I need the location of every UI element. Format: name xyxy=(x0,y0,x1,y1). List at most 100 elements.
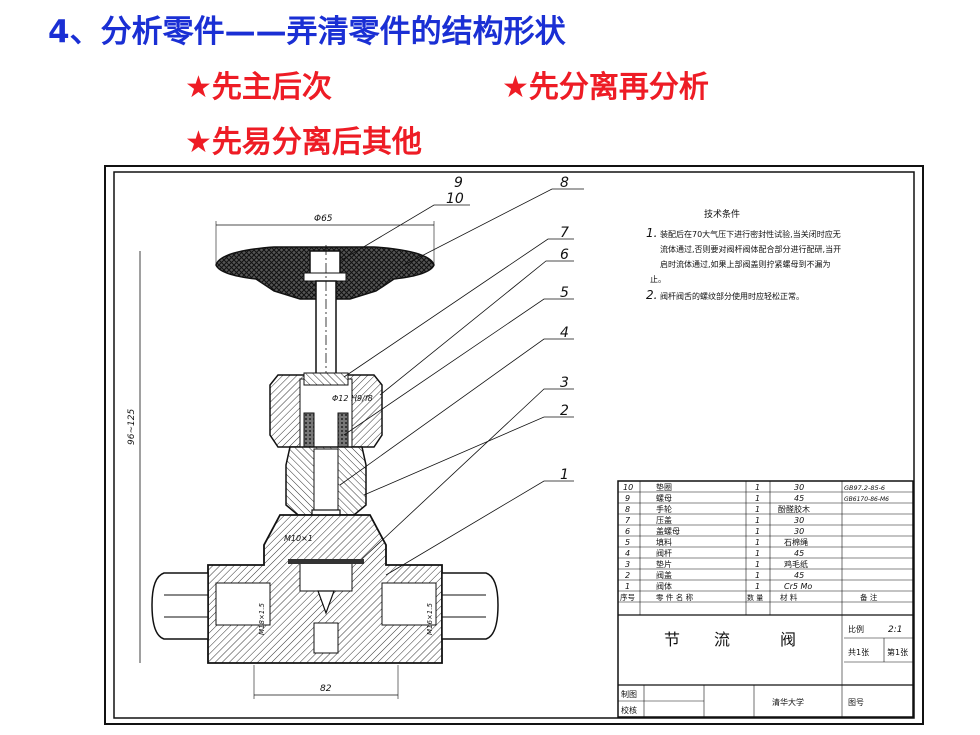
bom-note: GB6170-86-M6 xyxy=(844,496,889,503)
bom-qty: 1 xyxy=(755,571,760,580)
bom-name: 盖螺母 xyxy=(656,526,680,536)
assembly-drawing: Φ65 96~125 82 Φ12 H9/f8 M10×1 M18×1.5 M1… xyxy=(104,165,924,725)
dimensions: Φ65 96~125 82 Φ12 H9/f8 M10×1 M18×1.5 M1… xyxy=(127,214,435,699)
drawn-label: 制图 xyxy=(621,689,637,699)
bom-qty: 1 xyxy=(755,538,760,547)
part-number-labels: 9 10 8 7 6 5 4 3 2 1 xyxy=(446,175,569,483)
bom-qty: 1 xyxy=(755,494,760,503)
dim-stem-fit: Φ12 H9/f8 xyxy=(332,394,373,403)
bom-qty: 1 xyxy=(755,505,760,514)
bom-mat: 45 xyxy=(794,494,804,503)
bom-mat: 酚醛胶木 xyxy=(778,504,810,514)
dim-height: 96~125 xyxy=(127,409,137,445)
bom-name: 螺母 xyxy=(656,493,672,503)
bom-mat: Cr5 Mo xyxy=(784,582,812,591)
school-name: 清华大学 xyxy=(772,697,804,707)
part-no-1: 1 xyxy=(560,467,569,483)
principle-easy-first: ★先易分离后其他 xyxy=(185,125,422,160)
bom-header-qty: 数 量 xyxy=(747,593,763,602)
drawing-number-label: 图号 xyxy=(848,698,864,707)
principle-separate-first: ★先分离再分析 xyxy=(502,70,709,105)
bom-mat: 30 xyxy=(794,483,804,492)
checked-label: 校核 xyxy=(621,705,637,715)
bom-mat: 30 xyxy=(794,516,804,525)
gland xyxy=(303,372,349,386)
scale-label: 比例 xyxy=(848,624,864,634)
bom-qty: 1 xyxy=(755,483,760,492)
part-callouts xyxy=(339,188,584,576)
page-title: 4、分析零件——弄清零件的结构形状 xyxy=(48,14,566,50)
tech-line: 止。 xyxy=(650,274,666,284)
bom-name: 手轮 xyxy=(656,504,672,514)
tech-title: 技术条件 xyxy=(704,208,740,220)
dim-handwheel: Φ65 xyxy=(314,214,333,224)
bom-qty: 1 xyxy=(755,549,760,558)
bom-name: 阀杆 xyxy=(656,548,672,558)
bom-no: 3 xyxy=(625,560,630,569)
part-no-10: 10 xyxy=(446,191,464,207)
bom-no: 9 xyxy=(625,494,630,503)
tech-line: 装配后在70大气压下进行密封性试验,当关闭时应无 xyxy=(660,229,841,239)
dim-thread-right: M16×1.5 xyxy=(426,603,434,635)
tech-item1-no: 1. xyxy=(646,226,657,240)
right-fitting xyxy=(441,572,499,640)
title-name-1: 节 xyxy=(664,630,680,649)
parts-list-text: 10 垫圈 1 30 GB97.2-85-6 9 螺母 1 45 GB6170-… xyxy=(620,482,908,715)
valve-section-view xyxy=(151,245,499,664)
sheet-number: 第1张 xyxy=(887,647,908,657)
part-no-4: 4 xyxy=(560,325,569,341)
bom-mat: 45 xyxy=(794,549,804,558)
part-no-9: 9 xyxy=(454,175,463,191)
nut xyxy=(309,250,341,276)
bom-note: GB97.2-85-6 xyxy=(844,484,885,492)
left-fitting xyxy=(151,572,209,640)
bom-header-mat: 材 料 xyxy=(780,592,798,602)
tech-line: 启时流体通过,如果上部阀盖则拧紧螺母到不漏为 xyxy=(660,259,831,269)
tech-item2-no: 2. xyxy=(646,288,657,302)
bom-qty: 1 xyxy=(755,582,760,591)
dim-thread-stem: M10×1 xyxy=(284,534,313,543)
bom-mat: 45 xyxy=(794,571,804,580)
bom-mat: 石棉绳 xyxy=(784,537,808,547)
bom-header-note: 备 注 xyxy=(860,592,878,602)
bom-no: 10 xyxy=(623,483,633,492)
principle-main-first: ★先主后次 xyxy=(185,70,332,105)
bom-no: 6 xyxy=(625,527,630,536)
bom-mat: 鸡毛纸 xyxy=(784,559,808,569)
bom-name: 填料 xyxy=(656,537,672,547)
part-no-5: 5 xyxy=(560,285,569,301)
bom-name: 阀盖 xyxy=(656,570,672,580)
part-no-2: 2 xyxy=(560,403,569,419)
tech-line: 流体通过,否则要对阀杆阀体配合部分进行配研,当开 xyxy=(660,244,841,254)
bom-no: 2 xyxy=(625,571,630,580)
dim-thread-left: M18×1.5 xyxy=(258,603,266,635)
bom-name: 压盖 xyxy=(656,515,672,525)
bom-qty: 1 xyxy=(755,560,760,569)
bom-name: 垫圈 xyxy=(656,482,672,492)
part-no-6: 6 xyxy=(560,247,569,263)
bom-no: 8 xyxy=(625,505,630,514)
part-no-3: 3 xyxy=(560,375,569,391)
bom-header-no: 序号 xyxy=(620,592,635,602)
bom-no: 4 xyxy=(625,549,630,558)
bom-no: 1 xyxy=(625,582,630,591)
bom-qty: 1 xyxy=(755,516,760,525)
bom-name: 阀体 xyxy=(656,581,672,591)
gasket xyxy=(288,559,364,564)
title-name-3: 阀 xyxy=(780,630,796,649)
dim-base: 82 xyxy=(320,684,332,694)
part-no-7: 7 xyxy=(560,225,569,241)
bom-name: 垫片 xyxy=(656,559,672,569)
part-no-8: 8 xyxy=(560,175,569,191)
bom-qty: 1 xyxy=(755,527,760,536)
bom-no: 5 xyxy=(625,538,630,547)
parts-list xyxy=(617,480,914,718)
title-name-2: 流 xyxy=(714,630,730,649)
tech-line: 阀杆阀舌的螺纹部分使用时应轻松正常。 xyxy=(660,291,804,301)
bom-no: 7 xyxy=(625,516,631,525)
sheet-count: 共1张 xyxy=(848,648,869,657)
technical-requirements: 技术条件 1. 装配后在70大气压下进行密封性试验,当关闭时应无 流体通过,否则… xyxy=(646,208,841,302)
scale-value: 2:1 xyxy=(888,625,902,635)
bom-mat: 30 xyxy=(794,527,804,536)
bom-header-name: 零 件 名 称 xyxy=(656,592,694,602)
